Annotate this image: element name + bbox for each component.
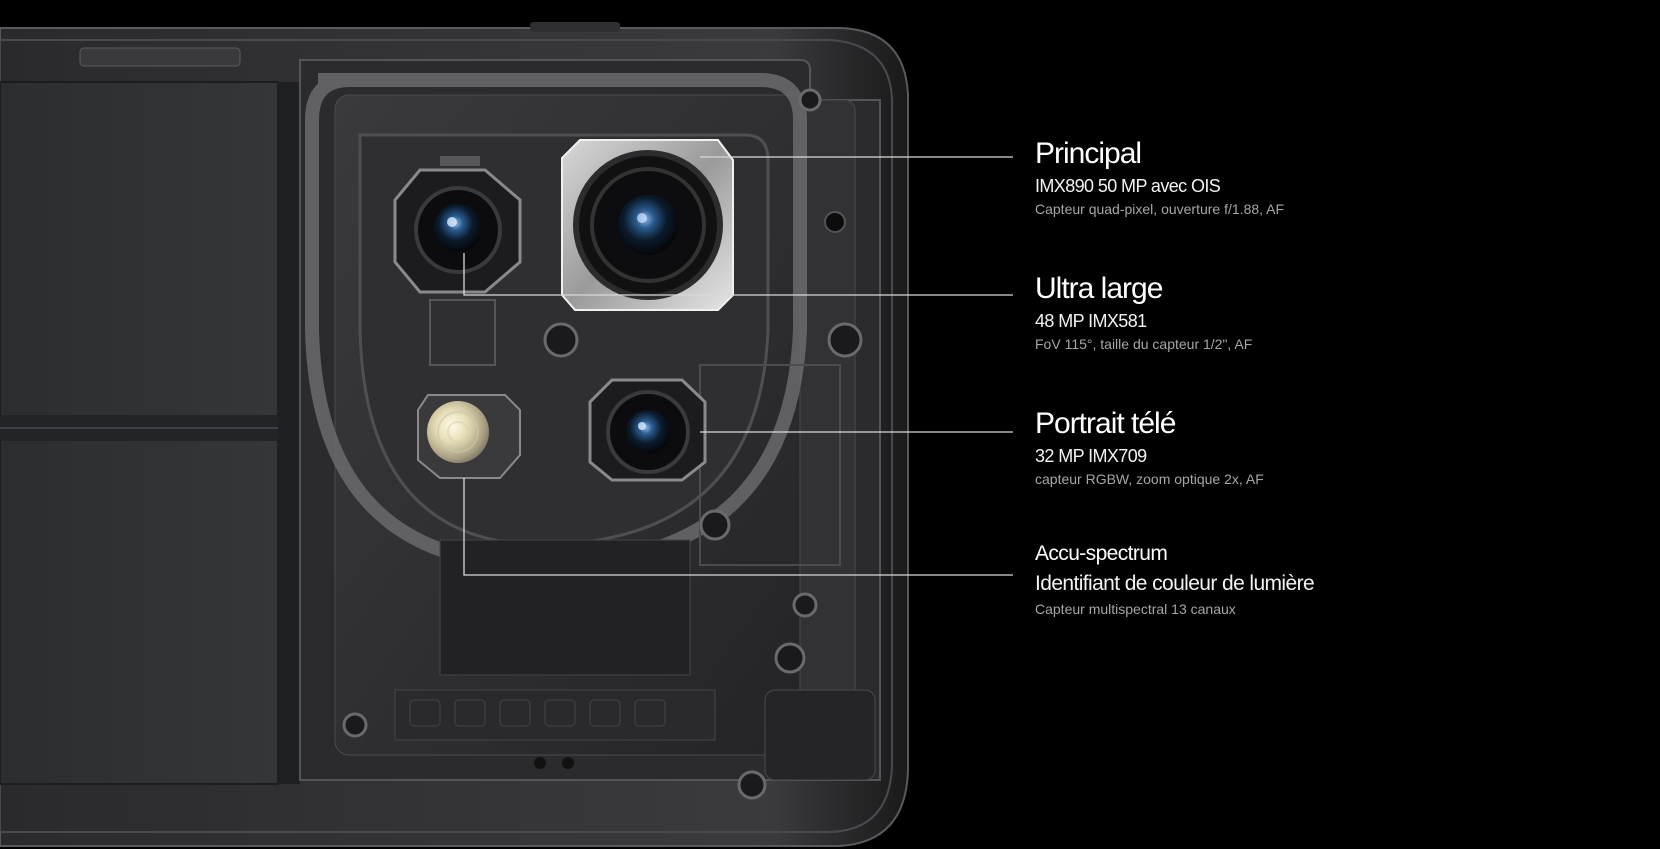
callout-spec: Identifiant de couleur de lumière	[1035, 572, 1315, 595]
callout-spec: 48 MP IMX581	[1035, 311, 1147, 331]
callout-spec: 32 MP IMX709	[1035, 446, 1147, 466]
callout-title: Principal	[1035, 137, 1142, 170]
callout-spec: IMX890 50 MP avec OIS	[1035, 176, 1221, 196]
callout-description: Capteur multispectral 13 canaux	[1035, 601, 1236, 617]
callout-accu-spectrum: Accu-spectrum Identifiant de couleur de …	[1035, 540, 1635, 619]
callout-ultra-wide: Ultra large 48 MP IMX581 FoV 115°, taill…	[1035, 271, 1635, 354]
callout-main-camera: Principal IMX890 50 MP avec OIS Capteur …	[1035, 136, 1635, 219]
callout-description: FoV 115°, taille du capteur 1/2", AF	[1035, 336, 1253, 352]
callout-description: capteur RGBW, zoom optique 2x, AF	[1035, 471, 1264, 487]
callout-description: Capteur quad-pixel, ouverture f/1.88, AF	[1035, 201, 1285, 217]
callout-title: Accu-spectrum	[1035, 542, 1168, 565]
callout-title: Ultra large	[1035, 272, 1163, 305]
callout-portrait-tele: Portrait télé 32 MP IMX709 capteur RGBW,…	[1035, 406, 1635, 489]
callout-title: Portrait télé	[1035, 407, 1176, 440]
